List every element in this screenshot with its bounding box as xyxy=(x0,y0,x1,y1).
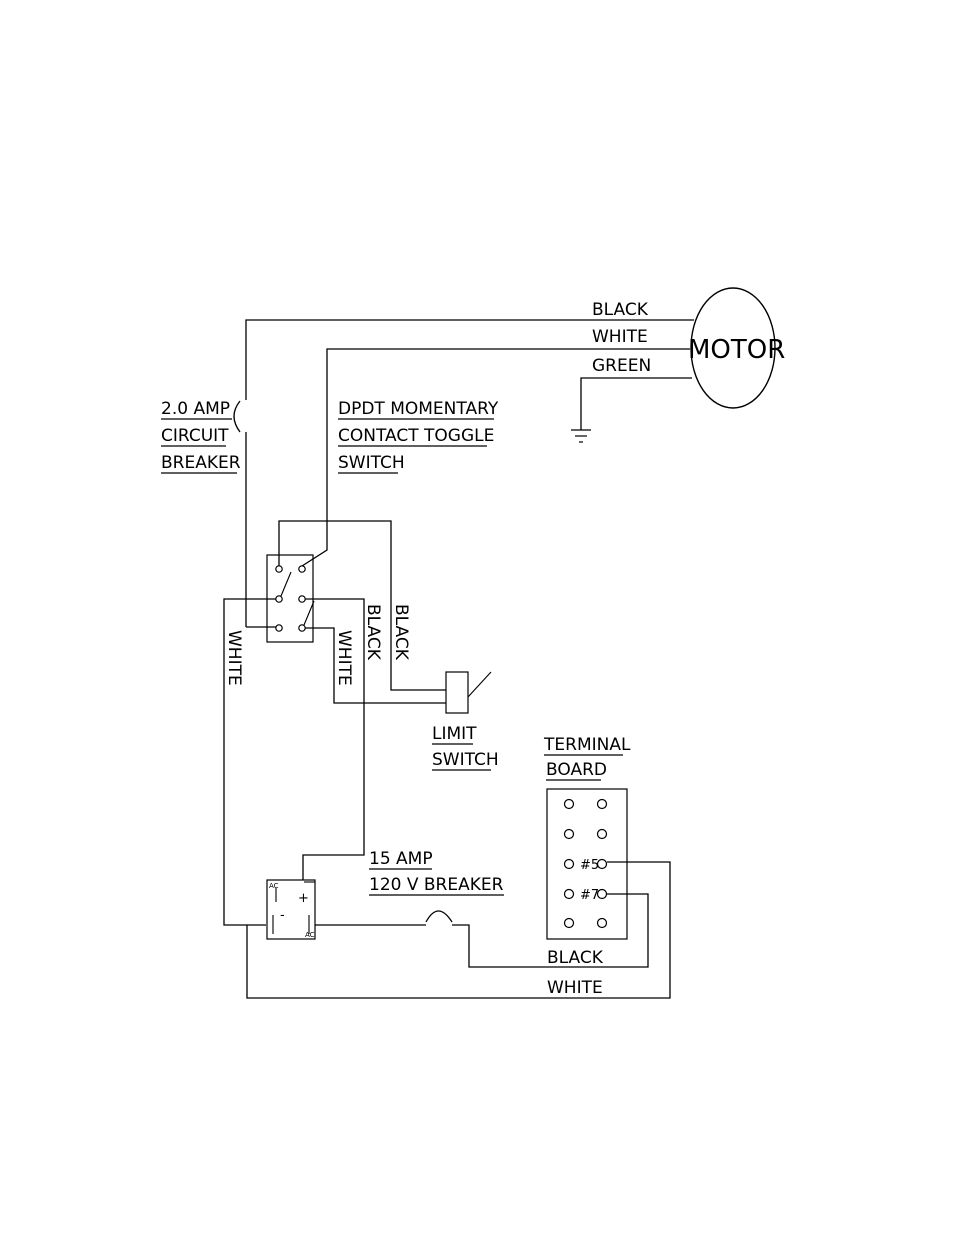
black-wire-top xyxy=(245,319,694,400)
limit-switch: LIMIT SWITCH xyxy=(432,671,499,771)
lower-wiring: BLACK WHITE xyxy=(246,861,671,999)
switch-lever-right xyxy=(303,600,315,626)
switch-lever-left xyxy=(280,571,292,597)
terminal-board-body xyxy=(546,788,628,940)
green-wire xyxy=(580,377,692,430)
motor-label: MOTOR xyxy=(688,335,785,365)
dpdt-switch xyxy=(223,520,446,926)
motor-leads: BLACK WHITE GREEN xyxy=(245,300,694,522)
breaker-15a-line1: 15 AMP xyxy=(369,849,433,869)
vertical-wire-labels: WHITE WHITE BLACK BLACK xyxy=(224,604,411,686)
limit-switch-body xyxy=(445,671,469,714)
breaker-2a-line3: BREAKER xyxy=(161,453,241,473)
dpdt-line1: DPDT MOMENTARY xyxy=(338,399,499,419)
white-wire-top xyxy=(326,348,690,522)
label-black-bottom: BLACK xyxy=(547,948,604,968)
breaker-15a: 15 AMP 120 V BREAKER AC AC + - xyxy=(266,849,504,940)
breaker-15a-arc-icon xyxy=(425,910,453,923)
label-green-top: GREEN xyxy=(592,356,651,376)
limit-switch-arm xyxy=(467,671,492,698)
terminal-line2: BOARD xyxy=(546,760,607,780)
terminal-5-label: #5 xyxy=(580,858,599,873)
breaker-arc-icon xyxy=(233,400,241,433)
circuit-breaker-2a: 2.0 AMP CIRCUIT BREAKER xyxy=(161,399,247,627)
minus-label: - xyxy=(280,908,285,923)
limit-line1: LIMIT xyxy=(432,724,477,744)
label-white-mid: WHITE xyxy=(334,630,354,686)
limit-line2: SWITCH xyxy=(432,750,499,770)
motor: MOTOR xyxy=(688,287,785,409)
label-black-mid: BLACK xyxy=(363,604,383,661)
breaker-15a-line2: 120 V BREAKER xyxy=(369,875,504,895)
label-black-top: BLACK xyxy=(592,300,649,320)
terminal-board: TERMINAL BOARD #5 #7 xyxy=(543,735,631,940)
breaker-15a-body xyxy=(266,879,316,940)
motor-circle xyxy=(690,287,776,409)
plus-label: + xyxy=(298,891,309,906)
ac-bottom-label: AC xyxy=(305,931,315,939)
dpdt-line2: CONTACT TOGGLE xyxy=(338,426,494,446)
ac-top-label: AC xyxy=(269,882,279,890)
label-black-right: BLACK xyxy=(391,604,411,661)
breaker-2a-line2: CIRCUIT xyxy=(161,426,229,446)
label-white-left: WHITE xyxy=(224,630,244,686)
label-white-top: WHITE xyxy=(592,327,648,347)
breaker-2a-line1: 2.0 AMP xyxy=(161,399,230,419)
label-white-bottom: WHITE xyxy=(547,978,603,998)
terminal-7-label: #7 xyxy=(580,888,599,903)
ground-icon xyxy=(571,429,591,443)
terminal-line1: TERMINAL xyxy=(543,735,631,755)
dpdt-label: DPDT MOMENTARY CONTACT TOGGLE SWITCH xyxy=(338,399,499,474)
dpdt-line3: SWITCH xyxy=(338,453,405,473)
